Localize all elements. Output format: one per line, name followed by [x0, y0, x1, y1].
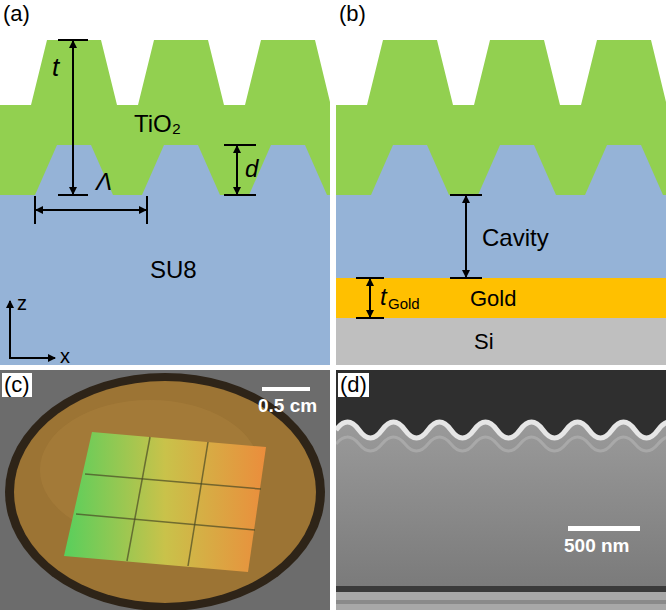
scale-label: 0.5 cm: [258, 396, 317, 415]
axis-label: x: [60, 346, 70, 366]
panel-label: (c): [2, 373, 32, 397]
dimension-label: Λ: [96, 170, 112, 194]
dimension-label: t: [52, 54, 59, 80]
panel-a-drawing: [0, 40, 330, 365]
material-label: SU8: [150, 258, 197, 282]
axis-label: z: [17, 293, 27, 313]
panel-label: (d): [338, 373, 369, 397]
panel-b-drawing: [336, 40, 666, 365]
dimension-label: d: [245, 157, 258, 181]
material-label: Gold: [470, 288, 516, 310]
panel-label: (b): [339, 3, 366, 25]
dimension-subscript: Gold: [388, 296, 420, 311]
material-label: Cavity: [482, 226, 549, 250]
wafer-photo: [0, 370, 330, 610]
sem-image: [336, 370, 666, 610]
material-label: TiO₂: [134, 112, 181, 136]
panel-label: (a): [3, 3, 30, 25]
material-label: Si: [474, 331, 494, 353]
scale-label: 500 nm: [564, 536, 629, 555]
dimension-label: t: [380, 285, 387, 309]
